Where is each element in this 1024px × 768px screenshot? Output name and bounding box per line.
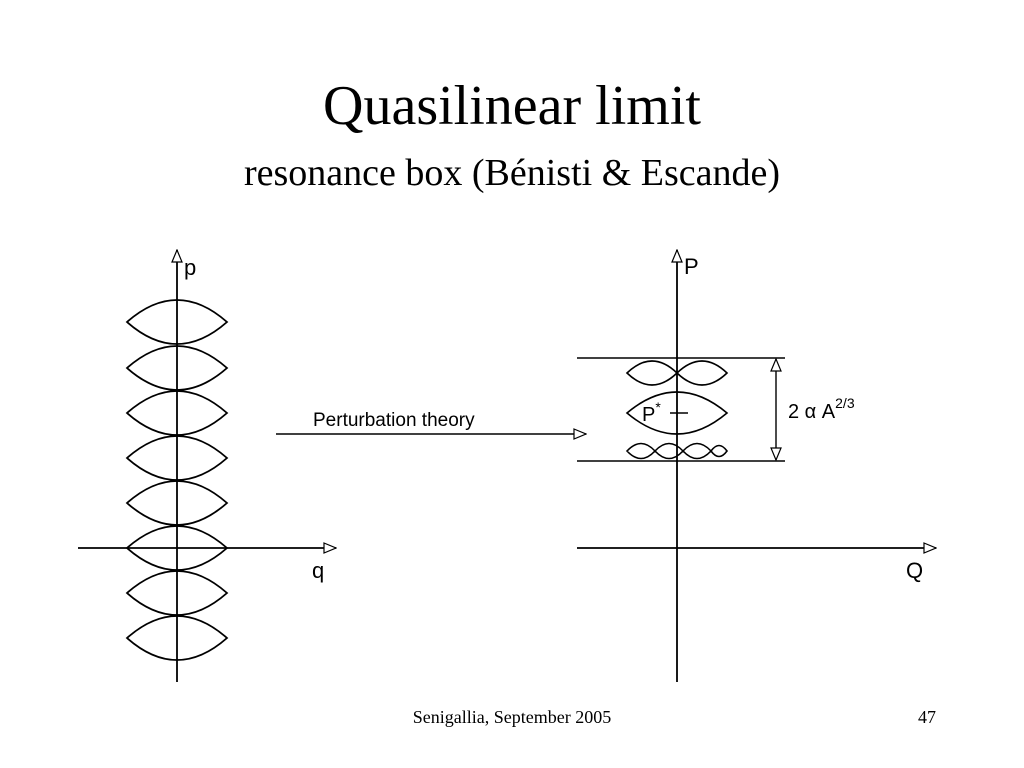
resonance-box-width-label: 2 α A2/3	[788, 395, 855, 423]
central-point-star: *	[655, 399, 661, 415]
resonance-island	[125, 570, 229, 616]
resonance-island	[125, 435, 229, 481]
right-diagram: P Q 2 α A2/3 P*	[577, 250, 936, 682]
resonance-island	[125, 345, 229, 391]
width-label-exponent: 2/3	[835, 395, 855, 411]
slide-title: Quasilinear limit	[323, 75, 701, 137]
resonance-island	[125, 299, 229, 345]
resonance-box-islands	[625, 360, 729, 460]
right-axis-P-label: P	[684, 254, 699, 279]
resonance-island	[125, 480, 229, 526]
right-axis-Q-label: Q	[906, 558, 923, 583]
central-point-label: P*	[642, 399, 661, 426]
resonance-island	[125, 525, 229, 571]
central-island	[625, 391, 729, 435]
resonance-islands-stack	[125, 299, 229, 661]
upper-crossed-islands	[625, 360, 729, 386]
footer-page-number: 47	[918, 707, 936, 727]
slide-subtitle: resonance box (Bénisti & Escande)	[243, 152, 781, 194]
resonance-island	[125, 615, 229, 661]
left-diagram: p q	[78, 250, 336, 682]
lower-crossed-islands	[625, 442, 728, 460]
central-point-P: P	[642, 404, 655, 426]
perturbation-arrow-group: Perturbation theory	[276, 410, 586, 434]
perturbation-theory-label: Perturbation theory	[313, 410, 475, 431]
left-axis-p-label: p	[184, 255, 196, 280]
width-label-base: 2 α A	[788, 401, 836, 423]
left-axis-q-label: q	[312, 558, 324, 583]
footer-location-date: Senigallia, September 2005	[412, 707, 612, 727]
resonance-island	[125, 390, 229, 436]
